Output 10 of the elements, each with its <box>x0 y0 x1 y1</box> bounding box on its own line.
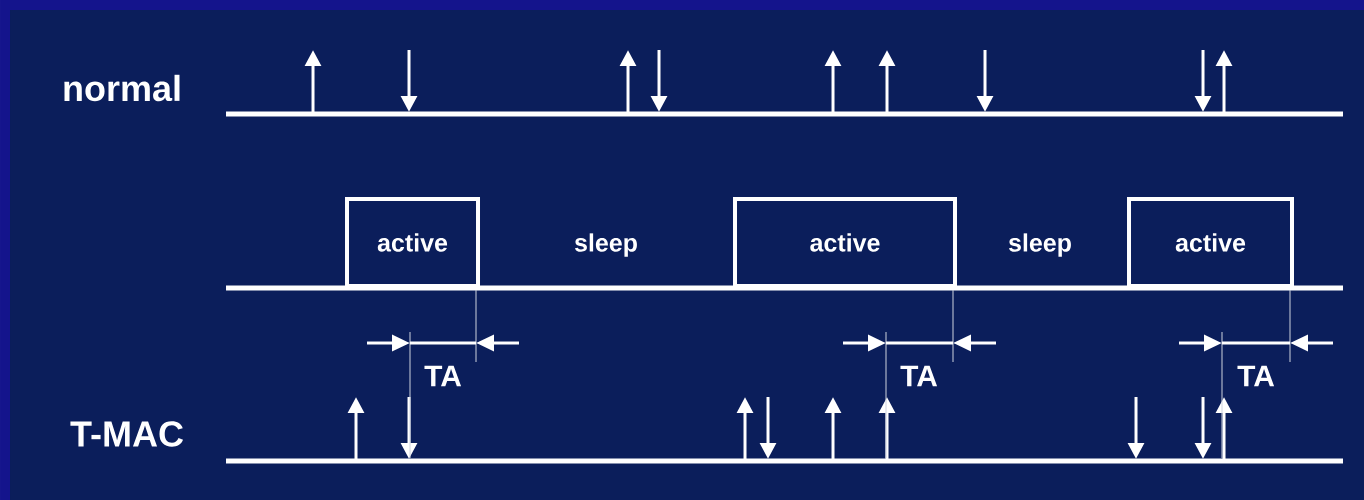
row-label: T-MAC <box>70 421 184 447</box>
active-box: active <box>733 197 957 288</box>
state-label: sleep <box>1008 233 1071 257</box>
row-label: normal <box>64 74 180 102</box>
active-box: active <box>345 197 480 288</box>
interval-label: TA <box>1237 365 1275 387</box>
interval-label: TA <box>424 365 462 387</box>
interval-label: TA <box>900 365 938 387</box>
active-box: active <box>1127 197 1294 288</box>
state-label: sleep <box>574 233 637 257</box>
